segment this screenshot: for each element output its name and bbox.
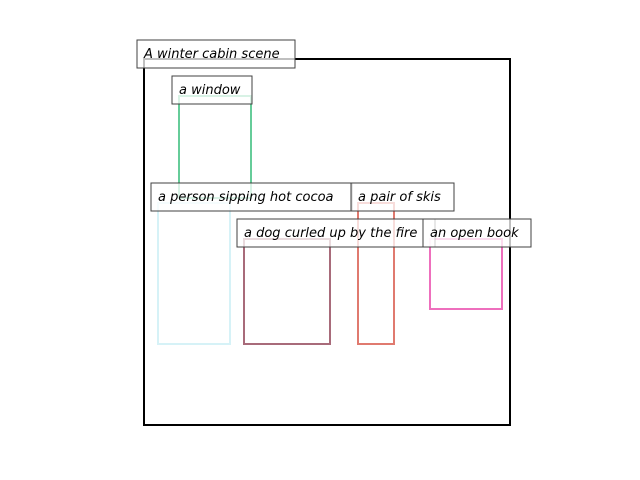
person-box — [157, 202, 231, 345]
dog-box — [243, 238, 331, 345]
book-label-text: an open book — [430, 226, 519, 241]
dog-label-text: a dog curled up by the fire — [244, 226, 417, 241]
book-box — [429, 238, 503, 310]
person-label: a person sipping hot cocoa — [150, 182, 353, 212]
skis-label: a pair of skis — [350, 182, 455, 212]
skis-label-text: a pair of skis — [358, 190, 441, 205]
scene-title: A winter cabin scene — [143, 47, 280, 62]
scene-title-label: A winter cabin scene — [136, 39, 296, 69]
window-label-text: a window — [179, 83, 241, 98]
book-label: an open book — [422, 218, 532, 248]
window-label: a window — [171, 75, 253, 105]
person-label-text: a person sipping hot cocoa — [158, 190, 334, 205]
dog-label: a dog curled up by the fire — [236, 218, 436, 248]
